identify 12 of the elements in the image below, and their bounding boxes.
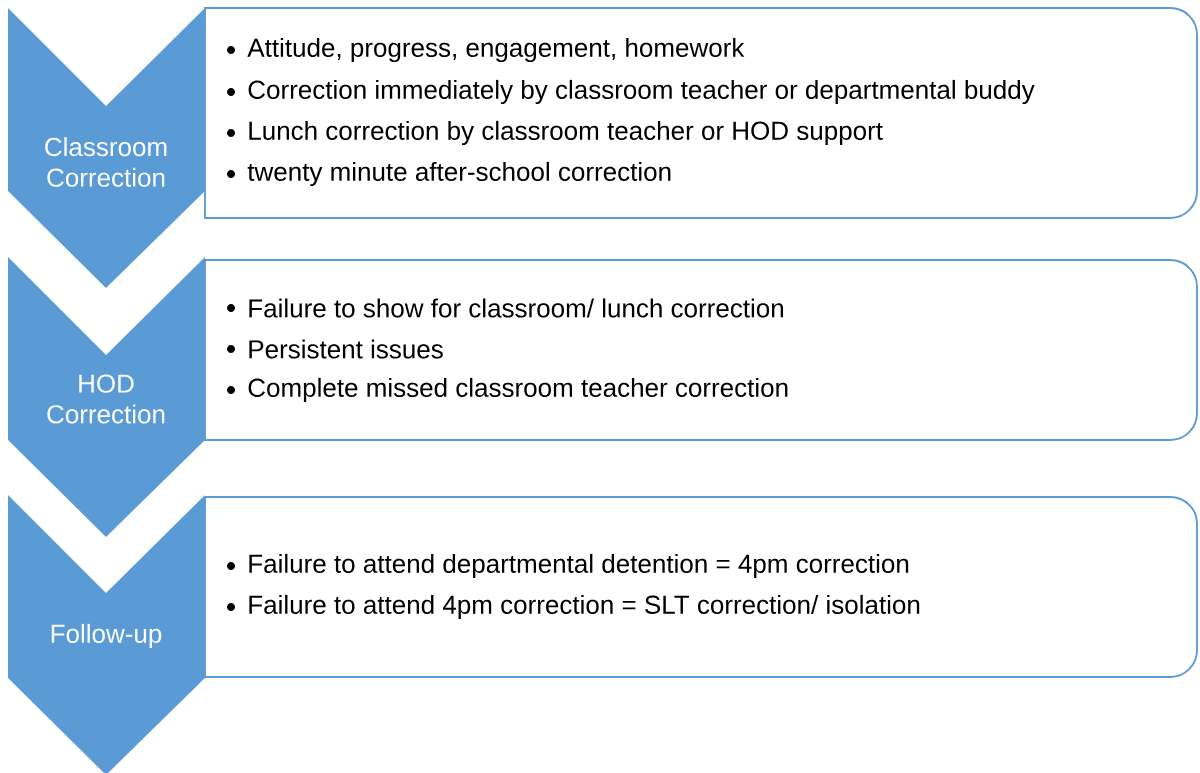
bullet-item: Attitude, progress, engagement, homework — [227, 37, 745, 63]
bullet-item: Failure to attend 4pm correction = SLT correction/ isolation — [227, 594, 920, 620]
step-banner: Classroom Correction — [8, 8, 205, 288]
bullet-item: Lunch correction by classroom teacher or HOD support — [227, 120, 883, 146]
bullet-item: Persistent issues — [227, 339, 443, 359]
bullet-item: Failure to attend departmental detention = 4pm correction — [227, 553, 909, 579]
bullet-item: Failure to show for classroom/ lunch correction — [227, 298, 784, 318]
step-banner: Follow-up — [8, 495, 205, 773]
bullet-item: Complete missed classroom teacher correction — [227, 377, 788, 403]
bullet-item: Correction immediately by classroom teacher or departmental buddy — [227, 79, 1035, 105]
step-banner: HOD Correction — [8, 257, 205, 537]
bullet-item: twenty minute after-school correction — [227, 161, 671, 187]
